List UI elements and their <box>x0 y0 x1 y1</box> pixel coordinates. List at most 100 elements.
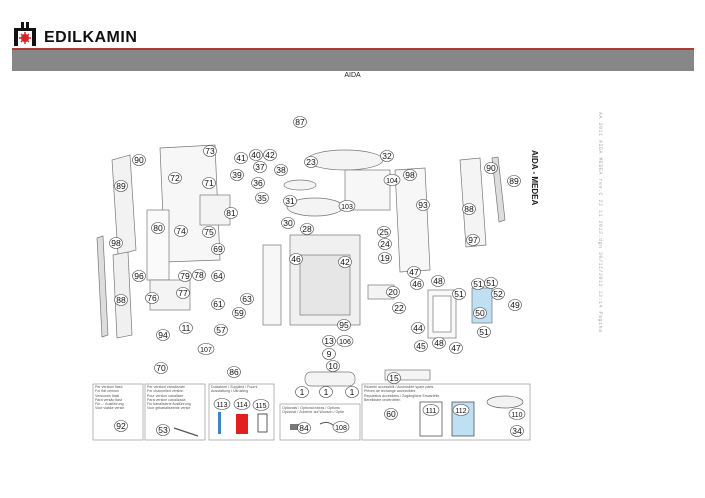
callout-23: 23 <box>304 156 318 168</box>
bottom-base <box>304 371 356 387</box>
callout-number: 59 <box>234 308 244 318</box>
callout-circle <box>197 343 215 355</box>
callout-number: 45 <box>416 341 426 351</box>
callout-19: 19 <box>378 252 392 264</box>
callout-number: 46 <box>291 254 301 264</box>
page-subtitle: AIDA <box>344 72 361 79</box>
callout-circle <box>337 319 351 331</box>
side-panel-right <box>459 157 487 248</box>
callout-circle <box>452 404 470 416</box>
legend-line: Ausstattung / Uitrusting <box>211 389 249 394</box>
callout-number: 47 <box>409 267 419 277</box>
manual-icon <box>257 413 268 433</box>
door-inner <box>432 295 452 333</box>
callout-number: 49 <box>510 300 520 310</box>
callout-number: 34 <box>512 426 522 436</box>
callout-77: 77 <box>176 287 190 299</box>
bracket-part <box>199 194 231 226</box>
callout-84: 84 <box>297 422 311 434</box>
callout-87: 87 <box>293 116 307 128</box>
callout-48: 48 <box>431 275 445 287</box>
callout-circle <box>510 425 524 437</box>
callout-circle <box>322 335 336 347</box>
callout-80: 80 <box>151 222 165 234</box>
callout-circle <box>263 149 277 161</box>
callout-number: 61 <box>213 299 223 309</box>
callout-number: 75 <box>204 227 214 237</box>
callout-circle <box>295 386 309 398</box>
probe-icon <box>319 421 335 427</box>
callout-89: 89 <box>507 175 521 187</box>
callout-108: 108 <box>332 421 350 433</box>
callout-10: 10 <box>326 360 340 372</box>
callout-number: 25 <box>379 227 389 237</box>
callout-57: 57 <box>214 324 228 336</box>
legend-spare-parts: Ricambi accessibili / Accessible spare p… <box>362 384 440 403</box>
callout-90: 90 <box>484 162 498 174</box>
callout-20: 20 <box>386 286 400 298</box>
callout-112: 112 <box>452 404 470 416</box>
callout-number: 19 <box>380 253 390 263</box>
legend-line: Versiones fiasti <box>95 393 120 398</box>
callout-number: 89 <box>116 181 126 191</box>
callout-circle <box>407 266 421 278</box>
callout-number: 89 <box>509 176 519 186</box>
callout-number: 92 <box>116 421 126 431</box>
callout-63: 63 <box>240 293 254 305</box>
callout-number: 48 <box>434 338 444 348</box>
callout-72: 72 <box>168 172 182 184</box>
callout-circle <box>300 223 314 235</box>
legend-line: Repuestos accesibles / Zugängliche Ersat… <box>364 393 440 398</box>
callout-number: 22 <box>394 303 404 313</box>
callout-number: 38 <box>276 165 286 175</box>
callout-114: 114 <box>233 398 251 410</box>
callout-74: 74 <box>174 225 188 237</box>
callout-41: 41 <box>234 152 248 164</box>
callout-number: 94 <box>158 330 168 340</box>
callout-51: 51 <box>452 288 466 300</box>
callout-47: 47 <box>449 342 463 354</box>
callout-50: 50 <box>473 307 487 319</box>
callout-number: 98 <box>405 170 415 180</box>
callout-52: 52 <box>491 288 505 300</box>
callout-number: 110 <box>511 412 522 419</box>
callout-number: 74 <box>176 226 186 236</box>
callout-1: 1 <box>345 386 359 398</box>
callout-90: 90 <box>132 154 146 166</box>
callout-circle <box>377 226 391 238</box>
callout-circle <box>253 161 267 173</box>
callout-circle <box>213 398 231 410</box>
callout-51: 51 <box>484 277 498 289</box>
callout-115: 115 <box>252 399 270 411</box>
callout-circle <box>156 329 170 341</box>
callout-92: 92 <box>114 420 128 432</box>
callout-30: 30 <box>281 217 295 229</box>
callout-70: 70 <box>154 362 168 374</box>
legend-flat-version: Per versioni fiasti For flat version Ver… <box>93 384 143 413</box>
callout-number: 98 <box>111 238 121 248</box>
top-plate-spare-icon <box>486 395 524 409</box>
callout-circle <box>281 217 295 229</box>
top-plate <box>306 149 384 171</box>
grille-panel <box>146 209 170 281</box>
callout-number: 37 <box>255 162 265 172</box>
callout-circle <box>192 269 206 281</box>
callout-circle <box>176 287 190 299</box>
callout-1: 1 <box>295 386 309 398</box>
callout-circle <box>449 342 463 354</box>
callout-circle <box>211 270 225 282</box>
callout-53: 53 <box>156 424 170 436</box>
legend-line: Opcional / Zubehör auf Wunsch / Optie <box>282 410 345 415</box>
callout-number: 106 <box>339 339 351 346</box>
callout-97: 97 <box>466 234 480 246</box>
callout-circle <box>462 203 476 215</box>
callout-103: 103 <box>338 200 356 212</box>
callout-37: 37 <box>253 161 267 173</box>
callout-circle <box>416 199 430 211</box>
callout-46: 46 <box>410 278 424 290</box>
callout-96: 96 <box>132 270 146 282</box>
callout-circle <box>384 408 398 420</box>
callout-113: 113 <box>213 398 231 410</box>
callout-circle <box>211 243 225 255</box>
callout-40: 40 <box>249 149 263 161</box>
